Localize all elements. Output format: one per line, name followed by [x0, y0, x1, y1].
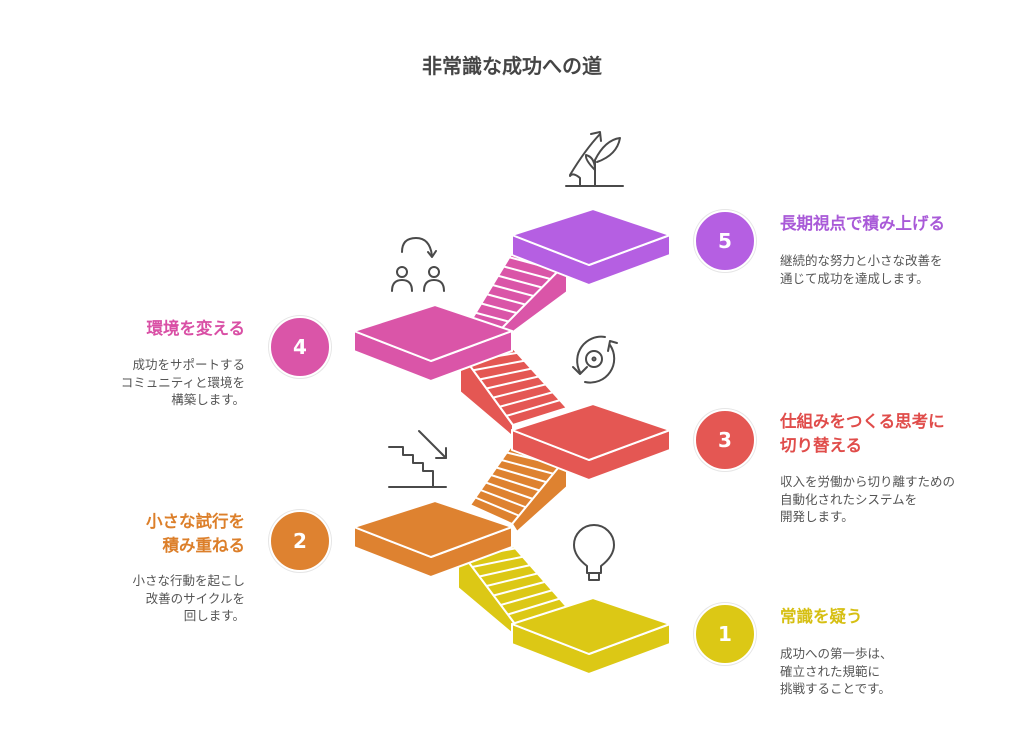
step-heading: 長期視点で積み上げる	[780, 212, 945, 236]
desc-line: 構築します。	[171, 392, 245, 407]
platform-top	[511, 208, 671, 266]
stair-step	[501, 459, 554, 475]
stair-step	[495, 466, 547, 484]
stair-step	[473, 359, 525, 372]
step-number-badge: 5	[694, 210, 756, 272]
platform-step-5	[511, 208, 671, 286]
desc-line: 回します。	[183, 608, 245, 623]
platform-top	[511, 597, 671, 655]
desc-line: 継続的な努力と小さな改善を	[780, 253, 943, 268]
heading-line: 長期視点で積み上げる	[780, 214, 945, 233]
platform-step-4	[353, 304, 513, 382]
stair-flight	[457, 539, 568, 637]
desc-line: 収入を労働から切り離すための	[780, 474, 956, 489]
desc-line: 自動化されたシステムを	[780, 491, 918, 507]
step-number-badge: 3	[694, 409, 756, 471]
stair-step	[493, 580, 546, 597]
step-description: 小さな行動を起こし改善のサイクルを回します。	[132, 572, 245, 625]
stair-flight	[469, 444, 568, 533]
desc-line: 小さな行動を起こし	[132, 573, 245, 588]
platform-step-1	[511, 597, 671, 675]
desc-line: 成功をサポートする	[132, 357, 245, 372]
desc-line: 開発します。	[780, 509, 854, 524]
stair-step	[503, 265, 551, 280]
gear-cycle-icon	[572, 335, 618, 384]
page-title: 非常識な成功への道	[422, 54, 602, 78]
heading-line: 積み重ねる	[162, 536, 246, 555]
step-number-badge: 2	[269, 510, 331, 572]
step-number-badge: 1	[694, 603, 756, 665]
platform-step-3	[511, 403, 671, 481]
stair-step	[486, 293, 526, 306]
step-description: 成功をサポートするコミュニティと環境を構築します。	[121, 356, 245, 409]
stair-step	[490, 474, 540, 492]
step-heading: 小さな試行を積み重ねる	[146, 510, 245, 558]
stair-step	[479, 564, 531, 578]
stair-step	[499, 391, 554, 408]
stair-step	[485, 481, 533, 500]
desc-line: 通じて成功を達成します。	[780, 270, 929, 286]
stair-step	[480, 302, 518, 314]
platform-step-2	[353, 500, 513, 578]
stair-step	[480, 489, 527, 509]
step-heading: 常識を疑う	[780, 605, 863, 629]
step-heading: 環境を変える	[146, 317, 245, 341]
desc-line: 確立された規範に	[780, 663, 881, 679]
stair-step	[492, 284, 534, 297]
step-number-badge: 4	[269, 316, 331, 378]
growth-plant-icon	[565, 131, 624, 187]
step-heading: 仕組みをつくる思考に切り替える	[780, 410, 945, 458]
stair-step	[497, 274, 543, 289]
people-exchange-icon	[391, 237, 445, 292]
desc-line: 改善のサイクルを	[145, 590, 245, 606]
stair-flight	[459, 344, 568, 438]
stair-step	[500, 589, 553, 606]
heading-line: 切り替える	[780, 436, 863, 455]
step-description: 継続的な努力と小さな改善を通じて成功を達成します。	[780, 252, 943, 287]
heading-line: 常識を疑う	[780, 607, 863, 626]
desc-line: 挑戦することです。	[780, 681, 891, 696]
stair-step	[479, 367, 532, 381]
stair-step	[474, 496, 520, 517]
desc-line: 成功への第一歩は、	[780, 646, 893, 661]
stair-step	[472, 555, 523, 568]
platform-top	[511, 403, 671, 461]
stair-step	[486, 572, 538, 587]
stair-step	[507, 597, 560, 616]
heading-line: 仕組みをつくる思考に	[780, 412, 945, 431]
stair-step	[506, 399, 561, 417]
stair-step	[492, 383, 546, 399]
desc-line: コミュニティと環境を	[120, 374, 245, 390]
step-description: 成功への第一歩は、確立された規範に挑戦することです。	[780, 645, 893, 698]
lightbulb-icon	[573, 524, 615, 581]
step-description: 収入を労働から切り離すための自動化されたシステムを開発します。	[780, 473, 955, 526]
stair-step	[486, 375, 539, 390]
stair-step	[475, 311, 509, 323]
platform-top	[353, 500, 513, 558]
stairs-down-icon	[388, 430, 447, 488]
platform-top	[353, 304, 513, 362]
heading-line: 環境を変える	[146, 319, 245, 338]
heading-line: 小さな試行を	[146, 512, 245, 531]
